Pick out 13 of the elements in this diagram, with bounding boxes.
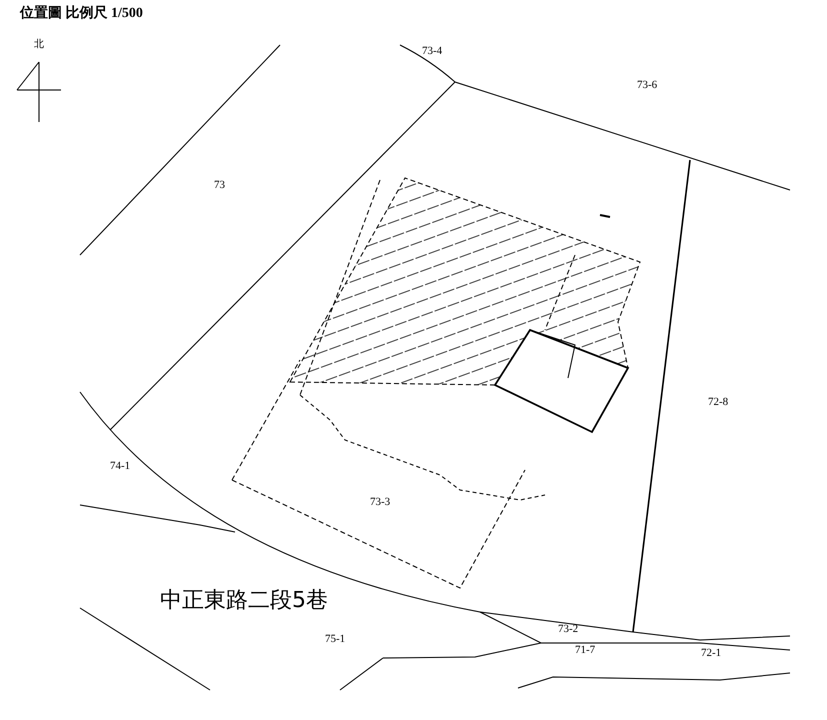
parcel-number: 73-2	[558, 624, 578, 635]
parcel-number: 74-1	[110, 461, 130, 472]
parcel-number: 73-4	[422, 46, 442, 57]
parcel-number: 73-3	[370, 497, 390, 508]
parcel-number: 72-8	[708, 397, 728, 408]
parcel-number: 72-1	[700, 648, 722, 659]
road-name: 中正東路二段5巷	[160, 590, 328, 612]
parcel-number: 71-7	[575, 645, 596, 656]
parcel-number: 75-1	[325, 634, 346, 645]
map-title: 位置圖 比例尺 1/500	[20, 7, 143, 21]
north-label: 北	[34, 40, 44, 50]
parcel-number: 73-6	[637, 80, 658, 91]
parcel-number: 73	[214, 180, 225, 191]
